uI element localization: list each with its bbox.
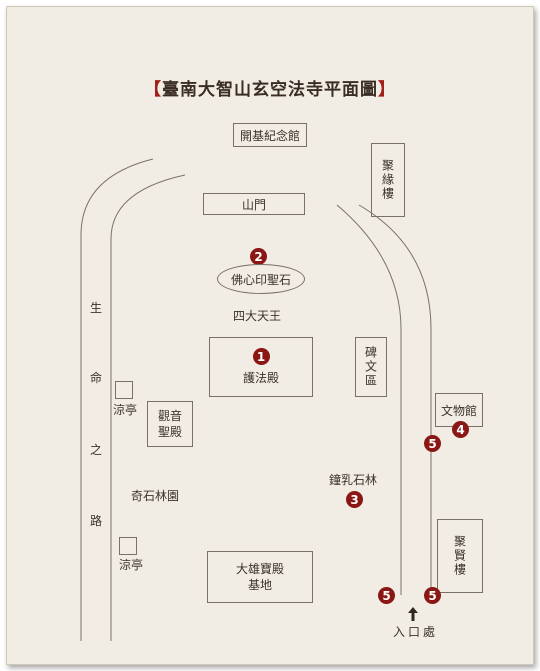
- building-buddha-heart-stone[interactable]: 佛心印聖石: [217, 264, 305, 294]
- pavilion-1-box[interactable]: [115, 381, 133, 399]
- label-four-heavenly-kings: 四大天王: [233, 309, 282, 323]
- marker-5-left[interactable]: 5: [378, 587, 395, 604]
- arrow-up-icon: [408, 607, 418, 621]
- life-path-char-1: 生: [90, 301, 103, 315]
- marker-3[interactable]: 3: [346, 491, 363, 508]
- building-guanyin-hall[interactable]: 觀音 聖殿: [147, 401, 193, 447]
- building-juyuan[interactable]: 聚緣樓: [371, 143, 405, 217]
- right-road-right: [358, 204, 432, 595]
- label-pavilion-1: 涼亭: [113, 403, 138, 417]
- map-frame: 【臺南大智山玄空法寺平面圖】 開基紀念館 山門 聚緣樓 2 佛心印聖石 四大天王…: [6, 6, 534, 665]
- building-stele-area[interactable]: 碑文區: [355, 337, 387, 397]
- building-daxiong-hall-base[interactable]: 大雄寶殿 基地: [207, 551, 313, 603]
- marker-5-right[interactable]: 5: [424, 587, 441, 604]
- building-kaiji-memorial[interactable]: 開基紀念館: [233, 123, 307, 147]
- life-path-char-4: 路: [90, 514, 103, 528]
- left-road-outer: [80, 158, 154, 641]
- marker-1[interactable]: 1: [252, 348, 270, 365]
- life-path-char-2: 命: [90, 371, 103, 385]
- building-juxian[interactable]: 聚賢樓: [437, 519, 483, 593]
- building-mountain-gate[interactable]: 山門: [203, 193, 305, 215]
- label-odd-stone-garden: 奇石林園: [131, 489, 180, 503]
- pavilion-2-box[interactable]: [119, 537, 137, 555]
- label-pavilion-2: 涼亭: [119, 558, 144, 572]
- marker-4[interactable]: 4: [452, 421, 469, 438]
- map-title: 【臺南大智山玄空法寺平面圖】: [144, 80, 396, 100]
- marker-5-top[interactable]: 5: [424, 435, 441, 452]
- right-road-left: [336, 204, 402, 595]
- label-stalactite-forest: 鐘乳石林: [329, 473, 378, 487]
- building-hufa-hall[interactable]: 1 護法殿: [209, 337, 313, 397]
- label-entrance: 入口處: [393, 625, 439, 639]
- marker-2[interactable]: 2: [250, 248, 267, 265]
- life-path-char-3: 之: [90, 443, 103, 457]
- left-road-inner: [110, 174, 186, 641]
